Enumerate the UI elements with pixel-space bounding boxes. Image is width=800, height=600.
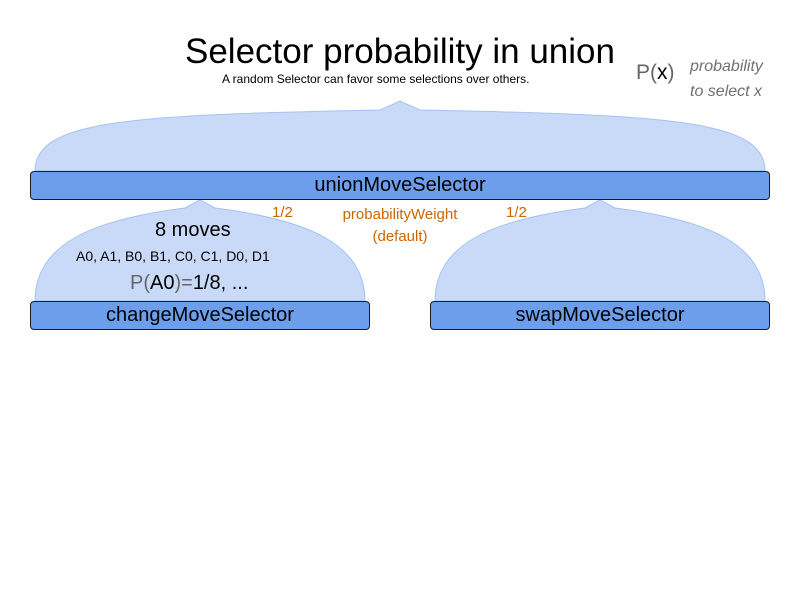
union-move-selector[interactable]: unionMoveSelector: [30, 171, 770, 200]
union-arch: [34, 100, 766, 172]
page-title: Selector probability in union: [185, 32, 615, 71]
legend-line: probability: [690, 58, 763, 75]
moves-list: A0, A1, B0, B1, C0, C1, D0, D1: [76, 248, 270, 264]
swap-arch: [434, 199, 766, 302]
change-move-selector[interactable]: changeMoveSelector: [30, 301, 370, 330]
swap-move-selector[interactable]: swapMoveSelector: [430, 301, 770, 330]
probability-weight-label: probabilityWeight (default): [342, 206, 458, 245]
change-arch: [34, 199, 366, 302]
weight-right: 1/2: [506, 204, 527, 221]
page-subtitle: A random Selector can favor some selecti…: [222, 72, 530, 86]
probability-example: P(A0)=1/8, ...: [130, 272, 249, 294]
moves-count: 8 moves: [155, 219, 231, 241]
legend-text: probability to select x: [690, 54, 763, 104]
legend-line: to select x: [690, 83, 763, 100]
weight-left: 1/2: [272, 204, 293, 221]
legend-symbol: P(x): [636, 61, 675, 84]
